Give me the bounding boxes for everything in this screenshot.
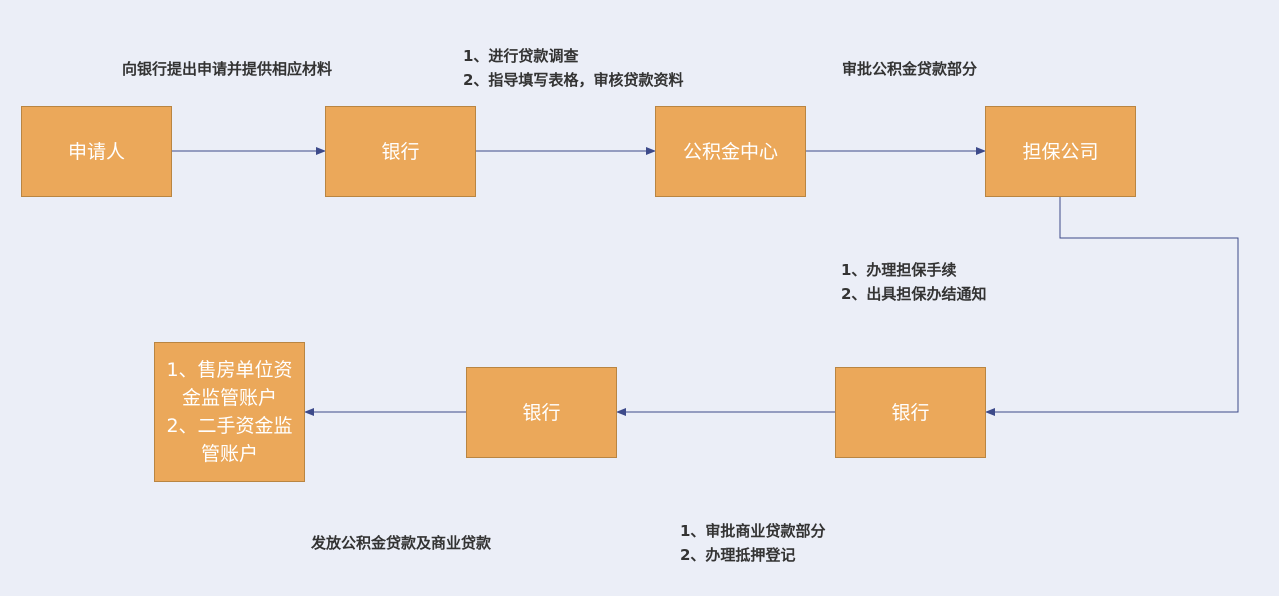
label-submit-application: 向银行提出申请并提供相应材料 [122, 60, 333, 78]
node-guarantee-company: 担保公司 [985, 106, 1136, 197]
node-fund-center: 公积金中心 [655, 106, 806, 197]
commercial-step-2: 2、办理抵押登记 [680, 546, 796, 564]
accounts-line-1: 1、售房单位资 [166, 359, 293, 381]
guarantee-step-1: 1、办理担保手续 [841, 261, 957, 279]
label-bank-steps: 1、进行贷款调查 2、指导填写表格，审核贷款资料 [463, 44, 683, 92]
label-disburse-loans: 发放公积金贷款及商业贷款 [311, 534, 492, 552]
label-guarantee-steps: 1、办理担保手续 2、出具担保办结通知 [841, 258, 986, 306]
node-bank-third: 银行 [466, 367, 617, 458]
accounts-line-2: 金监管账户 [181, 387, 277, 409]
node-supervision-accounts: 1、售房单位资 金监管账户 2、二手资金监 管账户 [154, 342, 305, 482]
bank-step-1: 1、进行贷款调查 [463, 47, 579, 65]
guarantee-step-2: 2、出具担保办结通知 [841, 285, 987, 303]
accounts-line-4: 管账户 [200, 443, 258, 465]
accounts-line-3: 2、二手资金监 [166, 415, 293, 437]
bank-step-2: 2、指导填写表格，审核贷款资料 [463, 71, 684, 89]
label-approve-fund-loan: 审批公积金贷款部分 [842, 60, 978, 78]
node-applicant: 申请人 [21, 106, 172, 197]
node-bank-second: 银行 [835, 367, 986, 458]
node-bank-first: 银行 [325, 106, 476, 197]
commercial-step-1: 1、审批商业贷款部分 [680, 522, 826, 540]
arrow-guarantee-to-bank [985, 197, 1239, 416]
label-commercial-steps: 1、审批商业贷款部分 2、办理抵押登记 [680, 519, 825, 567]
